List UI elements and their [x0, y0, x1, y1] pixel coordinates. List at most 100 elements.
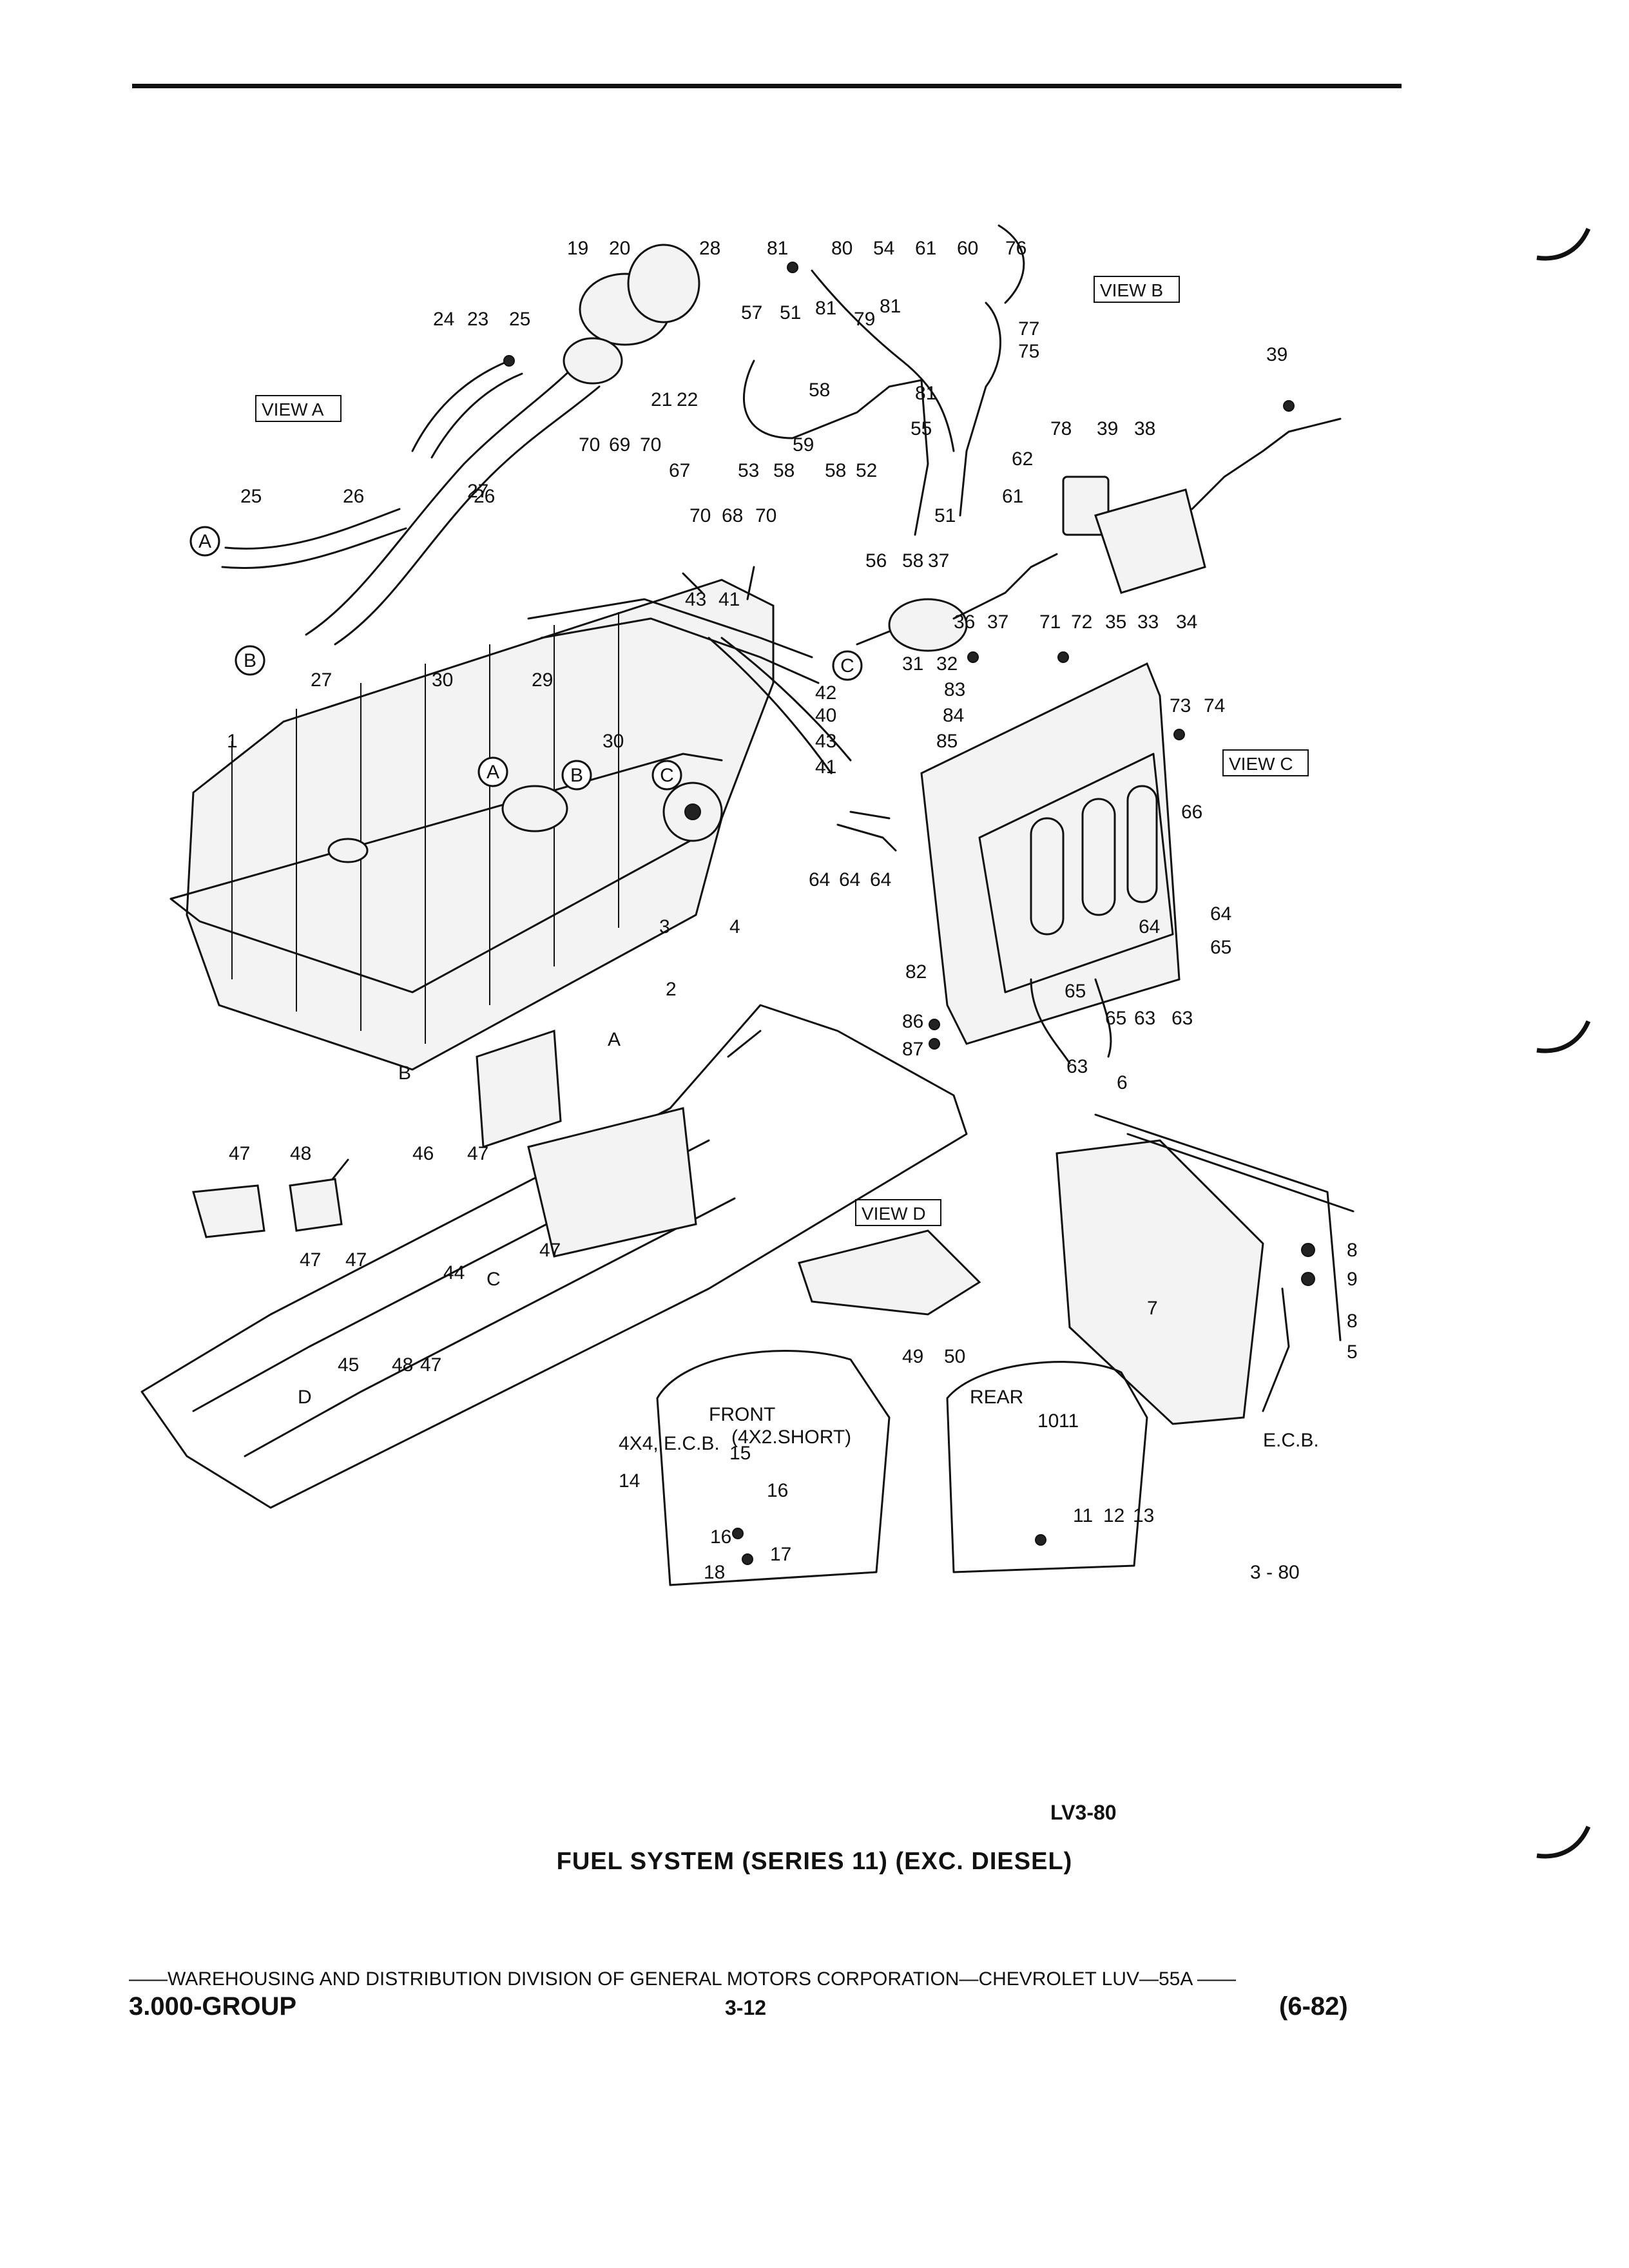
footer-page-number: 3-12 — [725, 1996, 767, 2019]
circle-marker-label: A — [487, 762, 499, 783]
circle-marker — [477, 756, 508, 787]
part-callout-8: 8 — [1347, 1311, 1358, 1332]
part-callout-12: 12 — [1103, 1505, 1124, 1526]
part-callout-71: 71 — [1039, 611, 1061, 633]
part-callout-13: 13 — [1133, 1505, 1154, 1526]
inset-text: 4X4, E.C.B. — [619, 1433, 720, 1454]
part-callout-42: 42 — [815, 682, 836, 704]
part-callout-69: 69 — [609, 434, 630, 456]
part-callout-73: 73 — [1170, 695, 1191, 716]
part-callout-58: 58 — [773, 460, 795, 481]
inset-text: REAR — [970, 1387, 1023, 1408]
view-label: VIEW B — [1100, 280, 1163, 300]
part-callout-16: 16 — [710, 1526, 731, 1548]
inset-text: (4X2.SHORT) — [731, 1427, 851, 1448]
circle-marker — [235, 645, 265, 676]
part-callout-22: 22 — [677, 389, 698, 410]
part-callout-63: 63 — [1171, 1008, 1193, 1029]
part-callout-81: 81 — [815, 298, 836, 319]
part-callout-30: 30 — [432, 669, 453, 691]
part-callout-47: 47 — [300, 1249, 321, 1271]
part-callout-70: 70 — [640, 434, 661, 456]
part-callout-11: 11 — [1059, 1410, 1079, 1432]
part-callout-20: 20 — [609, 238, 630, 259]
part-callout-47: 47 — [539, 1240, 561, 1261]
part-callout-65: 65 — [1065, 981, 1086, 1002]
filler-neck-illustration — [221, 244, 700, 646]
part-callout-75: 75 — [1018, 341, 1039, 362]
circle-marker — [651, 760, 682, 791]
part-callout-70: 70 — [689, 505, 711, 526]
figure-caption: FUEL SYSTEM (SERIES 11) (EXC. DIESEL) — [556, 1848, 1073, 1875]
part-callout-64: 64 — [1139, 916, 1160, 937]
part-callout-9: 9 — [1347, 1269, 1358, 1290]
part-callout-48: 48 — [290, 1143, 311, 1164]
part-callout-70: 70 — [579, 434, 600, 456]
part-callout-40: 40 — [815, 705, 836, 726]
footer-line: ——WAREHOUSING AND DISTRIBUTION DIVISION … — [129, 1968, 1237, 1990]
part-callout-84: 84 — [943, 705, 964, 726]
arrow-marker-label: D — [298, 1387, 312, 1408]
part-callout-38: 38 — [1134, 418, 1155, 439]
part-callout-39: 39 — [1097, 418, 1118, 439]
footer-date: (6-82) — [1279, 1992, 1348, 2021]
part-callout-50: 50 — [944, 1346, 965, 1367]
part-callout-63: 63 — [1134, 1008, 1155, 1029]
part-callout-28: 28 — [699, 238, 720, 259]
part-callout-55: 55 — [911, 418, 932, 439]
part-callout-46: 46 — [412, 1143, 434, 1164]
part-callout-41: 41 — [718, 589, 740, 610]
fuel-tank-illustration — [169, 579, 775, 1071]
part-callout-58: 58 — [825, 460, 846, 481]
part-callout-51: 51 — [934, 505, 956, 526]
part-callout-47: 47 — [467, 1143, 488, 1164]
top-rule — [132, 84, 1402, 88]
part-callout-47: 47 — [345, 1249, 367, 1271]
part-callout-64: 64 — [870, 869, 891, 890]
part-callout-24: 24 — [433, 309, 454, 330]
arrow-marker-label: B — [398, 1062, 411, 1084]
part-callout-51: 51 — [780, 302, 801, 323]
footer-group: 3.000-GROUP — [129, 1992, 297, 2021]
part-callout-64: 64 — [839, 869, 860, 890]
part-callout-16: 16 — [767, 1480, 788, 1501]
part-callout-81: 81 — [880, 296, 901, 317]
part-callout-58: 58 — [902, 550, 923, 572]
part-callout-43: 43 — [685, 589, 706, 610]
part-callout-78: 78 — [1050, 418, 1072, 439]
part-callout-64: 64 — [809, 869, 830, 890]
part-callout-70: 70 — [755, 505, 776, 526]
binder-mark-icon — [1534, 226, 1592, 264]
part-callout-74: 74 — [1204, 695, 1225, 716]
fuel-line-illustration — [527, 566, 897, 852]
part-callout-8: 8 — [1347, 1240, 1358, 1261]
part-callout-33: 33 — [1137, 611, 1159, 633]
inset-text: 3 - 80 — [1250, 1562, 1300, 1583]
part-callout-34: 34 — [1176, 611, 1197, 633]
part-callout-58: 58 — [809, 380, 830, 401]
view-label-frames — [255, 276, 1309, 1226]
part-callout-52: 52 — [856, 460, 877, 481]
part-callout-48: 48 — [392, 1354, 413, 1376]
part-callout-62: 62 — [1012, 448, 1033, 470]
part-callout-53: 53 — [738, 460, 759, 481]
part-callout-32: 32 — [936, 653, 958, 675]
vapor-hose-illustration — [742, 224, 1342, 594]
part-callout-15: 15 — [729, 1443, 751, 1464]
part-callout-44: 44 — [443, 1262, 465, 1283]
part-callout-37: 37 — [928, 550, 949, 572]
part-callout-17: 17 — [770, 1544, 791, 1565]
part-callout-41: 41 — [815, 756, 836, 778]
binder-mark-icon — [1534, 1018, 1592, 1057]
fastener-parts-illustration — [192, 262, 1315, 1565]
part-callout-72: 72 — [1071, 611, 1092, 633]
part-callout-45: 45 — [338, 1354, 359, 1376]
part-callout-1: 1 — [227, 731, 238, 752]
part-callout-80: 80 — [831, 238, 853, 259]
part-callout-82: 82 — [905, 961, 927, 983]
part-callout-85: 85 — [936, 731, 958, 752]
part-callout-77: 77 — [1018, 318, 1039, 340]
part-callout-61: 61 — [1002, 486, 1023, 507]
